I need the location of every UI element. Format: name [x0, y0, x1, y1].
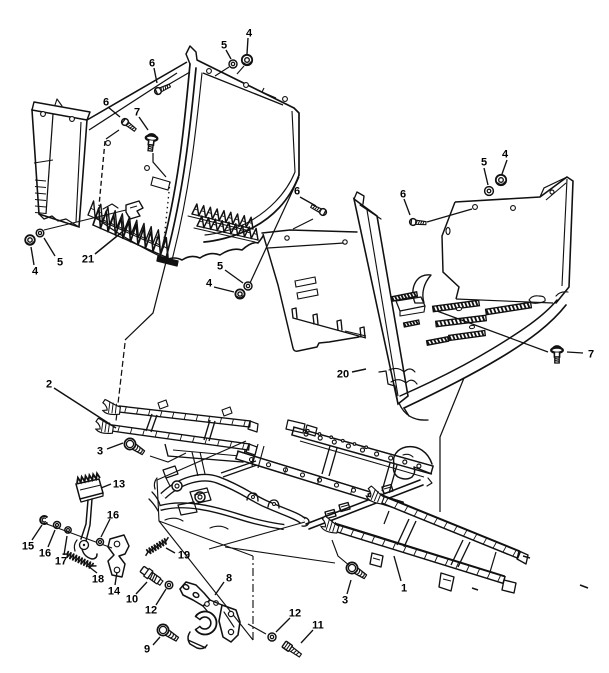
- svg-text:5: 5: [217, 261, 223, 273]
- svg-text:6: 6: [149, 58, 155, 70]
- svg-text:14: 14: [108, 586, 121, 598]
- svg-text:8: 8: [226, 573, 232, 585]
- svg-text:2: 2: [46, 379, 52, 391]
- svg-text:9: 9: [144, 644, 150, 656]
- svg-text:4: 4: [206, 278, 213, 290]
- svg-text:12: 12: [145, 605, 157, 617]
- svg-text:21: 21: [82, 254, 94, 266]
- svg-text:3: 3: [97, 446, 103, 458]
- svg-text:5: 5: [481, 157, 487, 169]
- svg-text:11: 11: [312, 620, 324, 632]
- svg-text:16: 16: [39, 548, 51, 560]
- svg-text:20: 20: [337, 369, 349, 381]
- svg-text:1: 1: [401, 583, 407, 595]
- svg-text:6: 6: [294, 186, 300, 198]
- svg-text:17: 17: [55, 556, 67, 568]
- svg-text:4: 4: [32, 266, 39, 278]
- svg-text:13: 13: [113, 479, 125, 491]
- svg-text:7: 7: [134, 107, 140, 119]
- svg-text:4: 4: [502, 149, 509, 161]
- svg-text:7: 7: [588, 349, 594, 361]
- svg-text:5: 5: [221, 40, 227, 52]
- svg-text:12: 12: [289, 608, 301, 620]
- svg-text:6: 6: [400, 189, 406, 201]
- svg-text:19: 19: [178, 550, 190, 562]
- svg-text:6: 6: [103, 97, 109, 109]
- svg-text:4: 4: [246, 28, 253, 40]
- svg-text:10: 10: [126, 594, 138, 606]
- svg-text:16: 16: [107, 510, 119, 522]
- svg-text:15: 15: [22, 541, 34, 553]
- svg-text:3: 3: [342, 595, 348, 607]
- svg-text:18: 18: [92, 574, 104, 586]
- svg-text:5: 5: [57, 257, 63, 269]
